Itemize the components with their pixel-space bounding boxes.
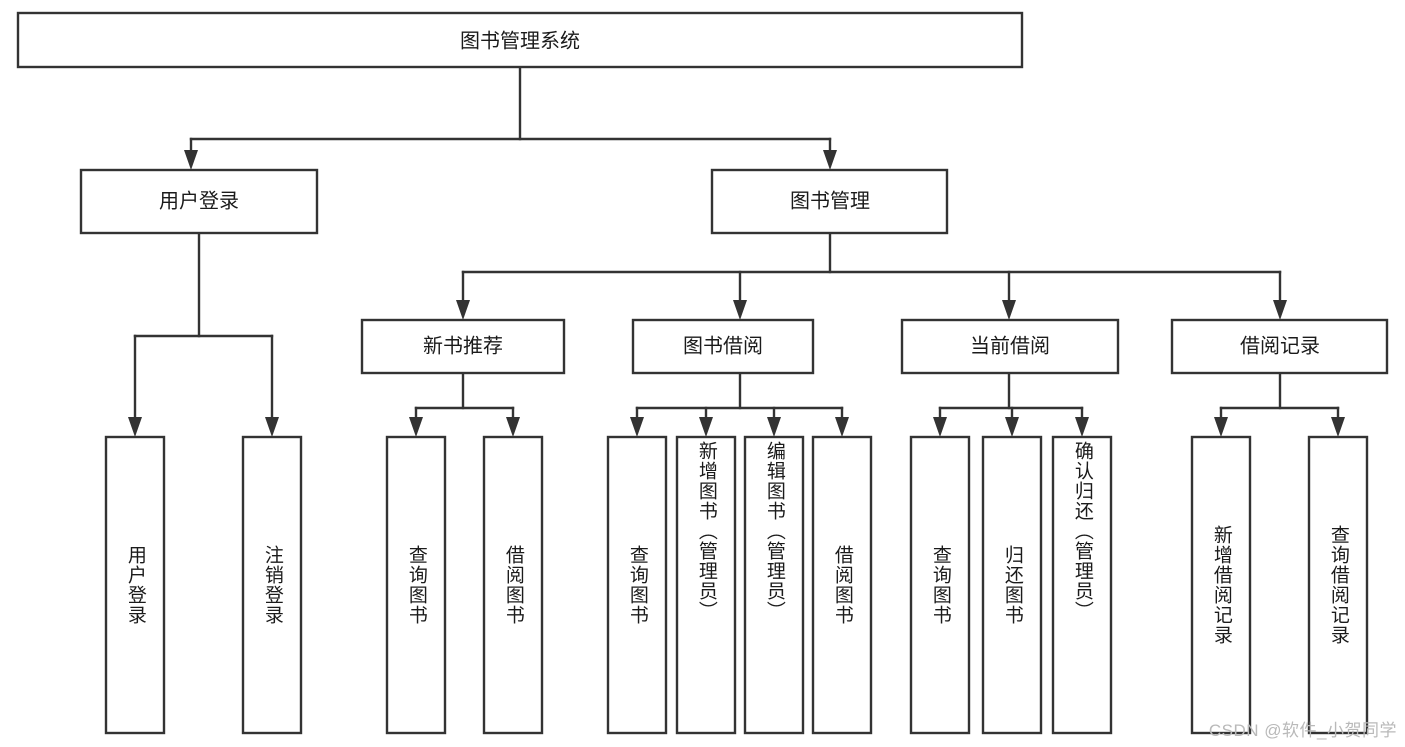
arrowhead-leaf-13 — [1331, 417, 1345, 437]
node-new-book-recommend[interactable]: 新书推荐 — [360, 318, 566, 375]
leaf-box-user-login[interactable] — [104, 435, 166, 735]
leaf-boxes — [104, 435, 1369, 735]
node-book-management[interactable]: 图书管理 — [710, 168, 949, 235]
arrowhead-current — [1002, 300, 1016, 320]
arrowhead-leaf-1 — [128, 417, 142, 437]
connectors-borrow-to-leaves — [630, 371, 849, 437]
connectors-root-to-level2 — [184, 65, 837, 170]
connectors-newbook-to-leaves — [409, 371, 520, 437]
leaf-box-borrow-book-2[interactable] — [811, 435, 873, 735]
arrowhead-leaf-5 — [630, 417, 644, 437]
leaf-box-logout[interactable] — [241, 435, 303, 735]
arrowhead-user-login — [184, 150, 198, 170]
arrowhead-leaf-4 — [506, 417, 520, 437]
node-book-borrow-label: 图书借阅 — [683, 334, 763, 357]
connectors-userlogin-to-leaves — [128, 231, 279, 437]
arrowhead-leaf-10 — [1005, 417, 1019, 437]
arrowhead-book-mgmt — [823, 150, 837, 170]
node-borrow-record[interactable]: 借阅记录 — [1170, 318, 1389, 375]
leaf-box-add-record[interactable] — [1190, 435, 1252, 735]
arrowhead-leaf-2 — [265, 417, 279, 437]
leaf-box-edit-book[interactable] — [743, 435, 805, 735]
leaf-box-query-book-1[interactable] — [385, 435, 447, 735]
leaf-box-borrow-book-1[interactable] — [482, 435, 544, 735]
arrowhead-leaf-12 — [1214, 417, 1228, 437]
arrowhead-leaf-3 — [409, 417, 423, 437]
arrowhead-record — [1273, 300, 1287, 320]
node-borrow-record-label: 借阅记录 — [1240, 334, 1320, 357]
node-new-book-recommend-label: 新书推荐 — [423, 334, 503, 357]
arrowhead-leaf-6 — [699, 417, 713, 437]
connectors-current-to-leaves — [933, 371, 1089, 437]
node-root[interactable]: 图书管理系统 — [16, 11, 1024, 69]
leaf-box-query-record[interactable] — [1307, 435, 1369, 735]
node-borrow-record-box[interactable] — [1170, 318, 1389, 375]
leaf-box-add-book[interactable] — [675, 435, 737, 735]
node-user-login[interactable]: 用户登录 — [79, 168, 319, 235]
arrowhead-leaf-11 — [1075, 417, 1089, 437]
node-book-borrow-box[interactable] — [631, 318, 815, 375]
arrowhead-leaf-7 — [767, 417, 781, 437]
node-current-borrow-label: 当前借阅 — [970, 334, 1050, 357]
node-root-box[interactable] — [16, 11, 1024, 69]
leaf-box-return-book[interactable] — [981, 435, 1043, 735]
node-book-management-box[interactable] — [710, 168, 949, 235]
node-current-borrow-box[interactable] — [900, 318, 1120, 375]
node-user-login-label: 用户登录 — [159, 189, 239, 212]
connectors-record-to-leaves — [1214, 371, 1345, 437]
node-user-login-box[interactable] — [79, 168, 319, 235]
connectors-bookmgmt-to-level3 — [456, 231, 1287, 320]
node-book-borrow[interactable]: 图书借阅 — [631, 318, 815, 375]
arrowhead-newbook — [456, 300, 470, 320]
node-root-label: 图书管理系统 — [460, 29, 580, 52]
node-current-borrow[interactable]: 当前借阅 — [900, 318, 1120, 375]
arrowhead-leaf-8 — [835, 417, 849, 437]
node-new-book-recommend-box[interactable] — [360, 318, 566, 375]
arrowhead-borrow — [733, 300, 747, 320]
arrowhead-leaf-9 — [933, 417, 947, 437]
leaf-box-confirm-return[interactable] — [1051, 435, 1113, 735]
leaf-box-query-book-3[interactable] — [909, 435, 971, 735]
leaf-box-query-book-2[interactable] — [606, 435, 668, 735]
watermark-text: CSDN @软件_小贺同学 — [1208, 721, 1397, 740]
node-book-management-label: 图书管理 — [790, 189, 870, 212]
